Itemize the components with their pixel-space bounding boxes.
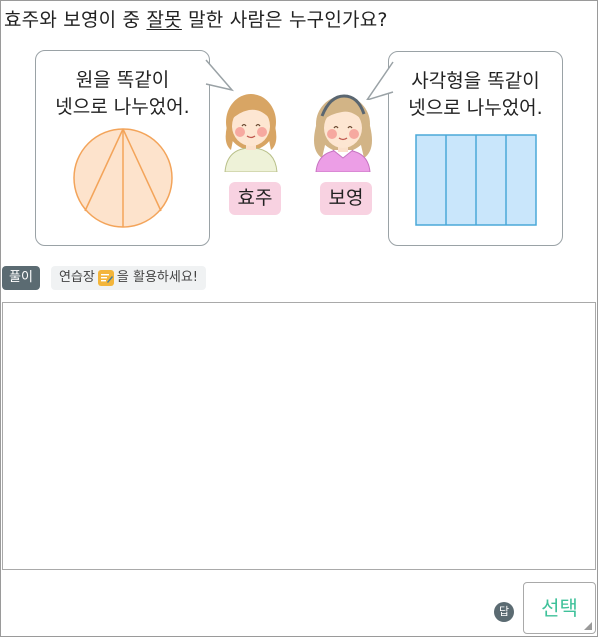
question-text-underlined: 잘못	[146, 9, 182, 31]
question-text-before: 효주와 보영이 중	[4, 9, 147, 31]
answer-badge: 답	[494, 602, 514, 622]
hyoju-character	[224, 94, 278, 172]
speech-bubble-right-line2: 넷으로 나누었어.	[408, 97, 543, 119]
speech-bubble-right-text: 사각형을 똑같이 넷으로 나누었어.	[389, 68, 562, 122]
solution-badge: 풀이	[2, 266, 40, 290]
practice-pad-hint-after: 을 활용하세요!	[116, 270, 198, 285]
practice-pad-hint-before: 연습장	[59, 270, 95, 285]
boyeong-character	[314, 94, 372, 172]
dropdown-corner-icon	[584, 622, 592, 630]
speech-bubble-right: 사각형을 똑같이 넷으로 나누었어.	[388, 51, 563, 246]
name-tag-hyoju: 효주	[229, 182, 281, 215]
practice-pad-hint: 연습장 을 활용하세요!	[51, 266, 206, 290]
speech-bubble-left-line1: 원을 똑같이	[75, 69, 170, 91]
question-text: 효주와 보영이 중 잘못 말한 사람은 누구인가요?	[4, 5, 388, 32]
solution-work-area[interactable]	[2, 302, 596, 570]
divided-rectangle-figure	[415, 134, 537, 226]
name-tag-boyeong: 보영	[320, 182, 372, 215]
speech-bubble-left-line2: 넷으로 나누었어.	[55, 96, 190, 118]
select-answer-button-label: 선택	[541, 596, 578, 620]
speech-bubble-left: 원을 똑같이 넷으로 나누었어.	[35, 50, 210, 246]
speech-bubble-left-tail	[205, 59, 235, 92]
question-text-after: 말한 사람은 누구인가요?	[181, 9, 388, 31]
divided-circle-figure	[73, 128, 173, 228]
circle-divider-line	[122, 128, 162, 212]
memo-pad-icon	[97, 270, 114, 286]
speech-bubble-right-line1: 사각형을 똑같이	[411, 70, 540, 92]
speech-bubble-left-text: 원을 똑같이 넷으로 나누었어.	[36, 67, 209, 121]
circle-divider-line	[84, 128, 124, 212]
select-answer-button[interactable]: 선택	[523, 582, 596, 634]
speech-bubble-right-tail	[366, 61, 394, 100]
